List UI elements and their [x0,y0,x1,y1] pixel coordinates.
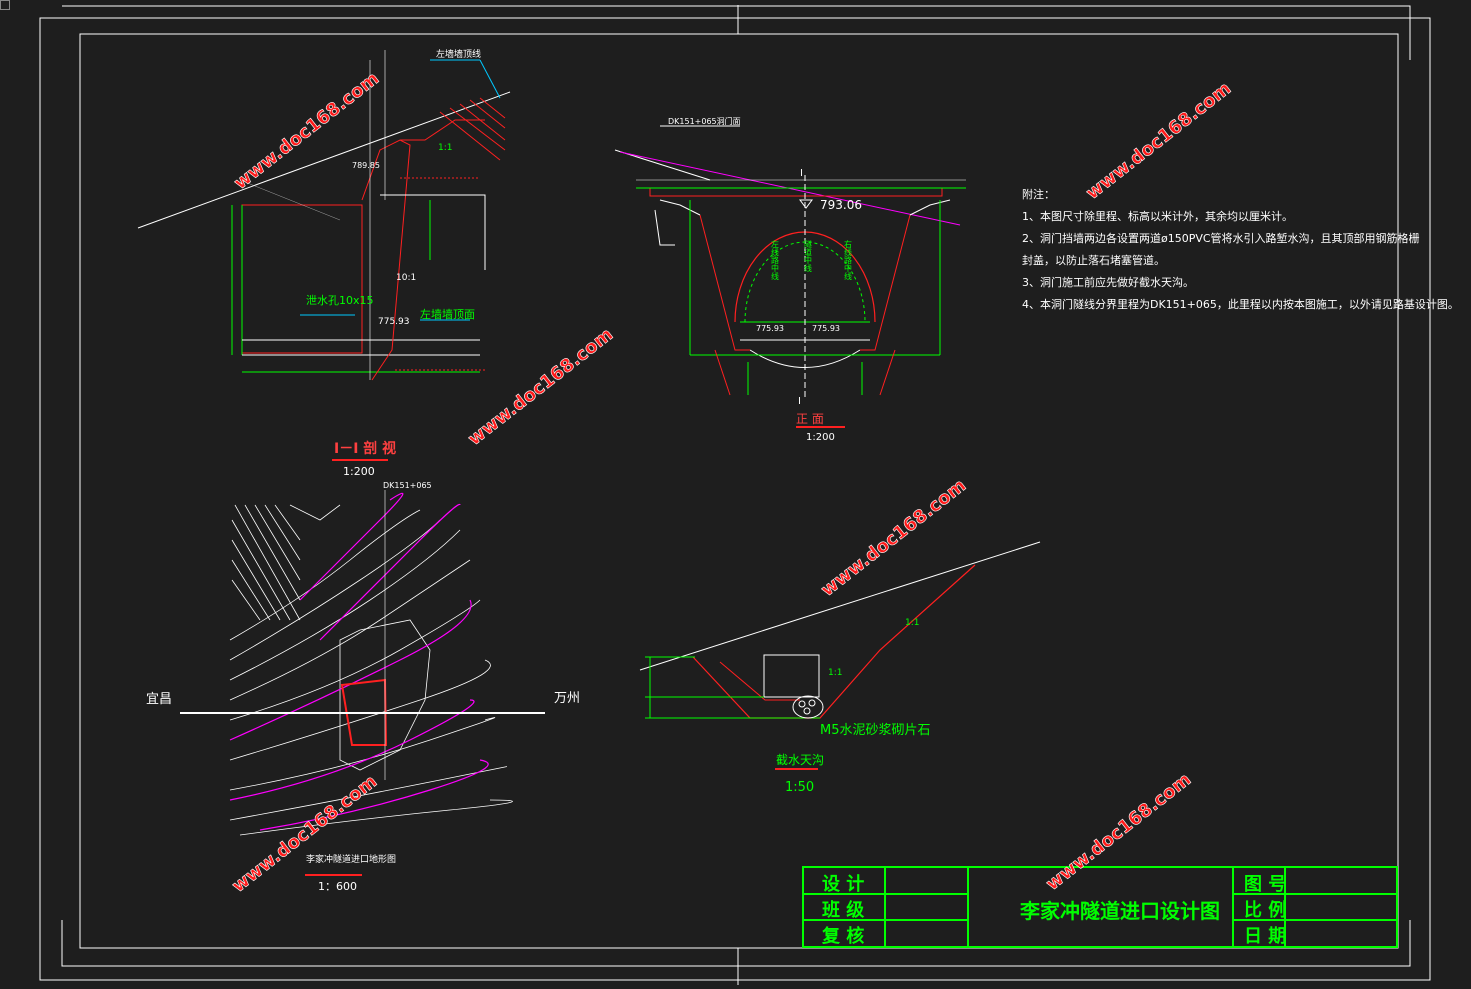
ditch-detail [639,541,1041,770]
tb-group: 班 级 [822,900,865,921]
tb-drawing-title: 李家冲隧道进口设计图 [1020,899,1220,923]
section-view-scale: 1:200 [343,465,375,478]
section-view [137,50,511,381]
front-mileage: DK151+065洞门面 [668,116,741,126]
section-label-elev-base: 775.93 [378,317,410,327]
note-item-2: 2、洞门挡墙两边各设置两道ø150PVC管将水引入路堑水沟，且其顶部用钢筋格栅封… [1022,232,1420,267]
note-item-1: 1、本图尺寸除里程、标高以米计外，其余均以厘米计。 [1022,210,1293,223]
tb-scale: 比 例 [1244,900,1287,921]
ditch-slope2: 1:1 [905,618,919,628]
topo-mileage: DK151+065 [383,481,432,490]
front-section-mark-bottom: I [798,396,801,407]
section-label-wall-top: 左墙墙顶线 [436,48,481,60]
section-label-drain-hole: 泄水孔10x15 [306,294,374,307]
tb-date: 日 期 [1244,926,1287,947]
tb-design: 设 计 [822,874,865,895]
section-label-slope: 1:1 [438,143,452,153]
topo-map [180,490,545,876]
front-elev: 793.06 [820,198,862,212]
ditch-title: 截水天沟 [776,753,824,767]
outer-frame [39,17,1431,981]
front-center-label-1: 左线路中线 [771,239,780,280]
front-base-elev-left: 775.93 [756,324,784,333]
tb-drawing-no: 图 号 [1244,874,1287,895]
notes-block: 附注： 1、本图尺寸除里程、标高以米计外，其余均以厘米计。 2、洞门挡墙两边各设… [1022,184,1459,316]
section-label-slope2: 10:1 [396,273,416,283]
ditch-slope1: 1:1 [828,668,842,678]
notes-heading: 附注： [1022,188,1055,201]
topo-title: 李家冲隧道进口地形图 [306,853,396,865]
front-center-label-3: 右线路中线 [844,239,853,280]
inner-frame [79,33,1399,949]
tb-review: 复 核 [822,926,865,947]
section-label-elev-top: 789.85 [352,161,380,170]
front-view [614,125,966,400]
topo-label-right: 万州 [554,691,580,706]
section-view-title: I－I 剖 视 [334,440,396,457]
ditch-material: M5水泥砂浆砌片石 [820,723,931,738]
section-label-wall-surface: 左墙墙顶面 [420,307,475,321]
topo-label-left: 宜昌 [146,692,172,707]
front-view-scale: 1:200 [806,432,835,443]
front-section-mark-top: I [800,168,803,179]
front-center-label-2: 隧道中线 [804,239,813,272]
front-view-title: 正 面 [796,412,824,426]
front-base-elev-right: 775.93 [812,324,840,333]
title-block [802,866,1398,948]
cad-drawing-icon [0,0,10,10]
note-item-4: 4、本洞门隧线分界里程为DK151+065，此里程以内按本图施工，以外请见路基设… [1022,298,1459,311]
topo-scale: 1：600 [318,880,357,893]
ditch-scale: 1:50 [785,780,814,795]
note-item-3: 3、洞门施工前应先做好截水天沟。 [1022,276,1194,289]
